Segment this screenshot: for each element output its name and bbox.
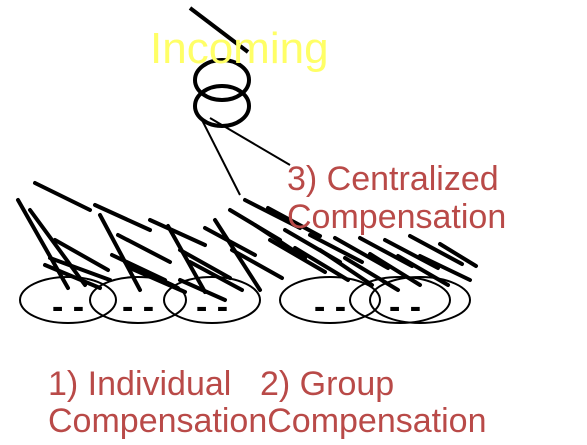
group-mark-2: - - [122,288,154,326]
group-mark-5: - - [389,288,421,326]
group-mark-4: - - [314,288,346,326]
bottom-compensation-caption: CompensationCompensation [48,402,486,440]
centralized-line-2: Compensation [287,198,506,236]
group-mark-3: - - [196,288,228,326]
group-label: 2) Group [260,365,394,403]
individual-label: 1) Individual [48,365,231,403]
incoming-label: Incoming [150,27,329,71]
centralized-line-1: 3) Centralized [287,160,506,198]
centralized-compensation-label: 3) Centralized Compensation [287,160,506,236]
group-mark-1: - - [52,288,84,326]
